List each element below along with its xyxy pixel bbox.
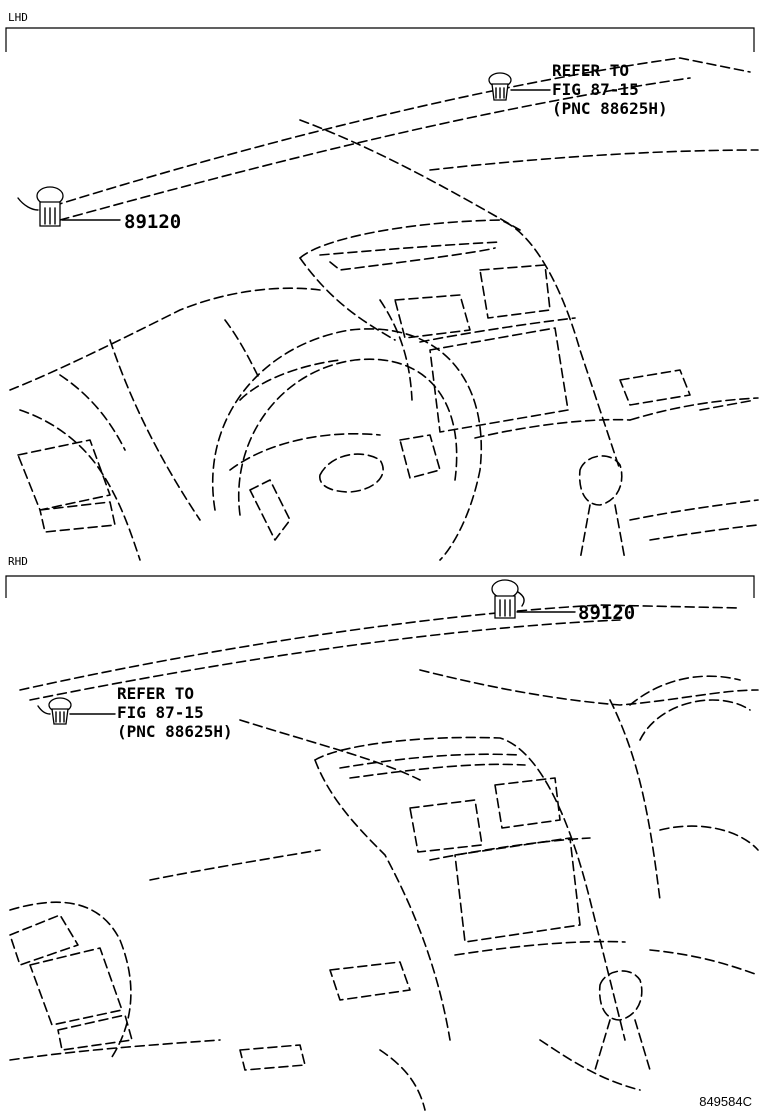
rhd-frame (5, 575, 755, 598)
lhd-section-label: LHD (8, 11, 28, 24)
lhd-refer-line1: REFER TO (552, 61, 629, 80)
lhd-refer-callout: REFER TO FIG 87-15 (PNC 88625H) (552, 61, 668, 118)
lhd-refer-line3: (PNC 88625H) (552, 99, 668, 118)
lhd-part-number: 89120 (124, 211, 181, 233)
figure-id: 849584C (699, 1094, 752, 1109)
rhd-dashboard-outline (9, 604, 759, 1111)
rhd-refer-callout: REFER TO FIG 87-15 (PNC 88625H) (117, 684, 233, 741)
rhd-refer-line3: (PNC 88625H) (117, 722, 233, 741)
lhd-section: LHD (5, 11, 759, 561)
clip-fastener-icon (488, 72, 551, 101)
lhd-dashboard-outline (9, 57, 759, 561)
clip-fastener-icon (37, 697, 116, 725)
rhd-section: RHD (5, 555, 759, 1111)
rhd-section-label: RHD (8, 555, 28, 568)
lhd-frame (5, 27, 755, 52)
rhd-refer-line2: FIG 87-15 (117, 703, 204, 722)
sensor-clip-icon (491, 579, 576, 619)
sensor-clip-icon (17, 186, 121, 227)
rhd-part-number: 89120 (578, 602, 635, 624)
lhd-refer-line2: FIG 87-15 (552, 80, 639, 99)
rhd-refer-line1: REFER TO (117, 684, 194, 703)
